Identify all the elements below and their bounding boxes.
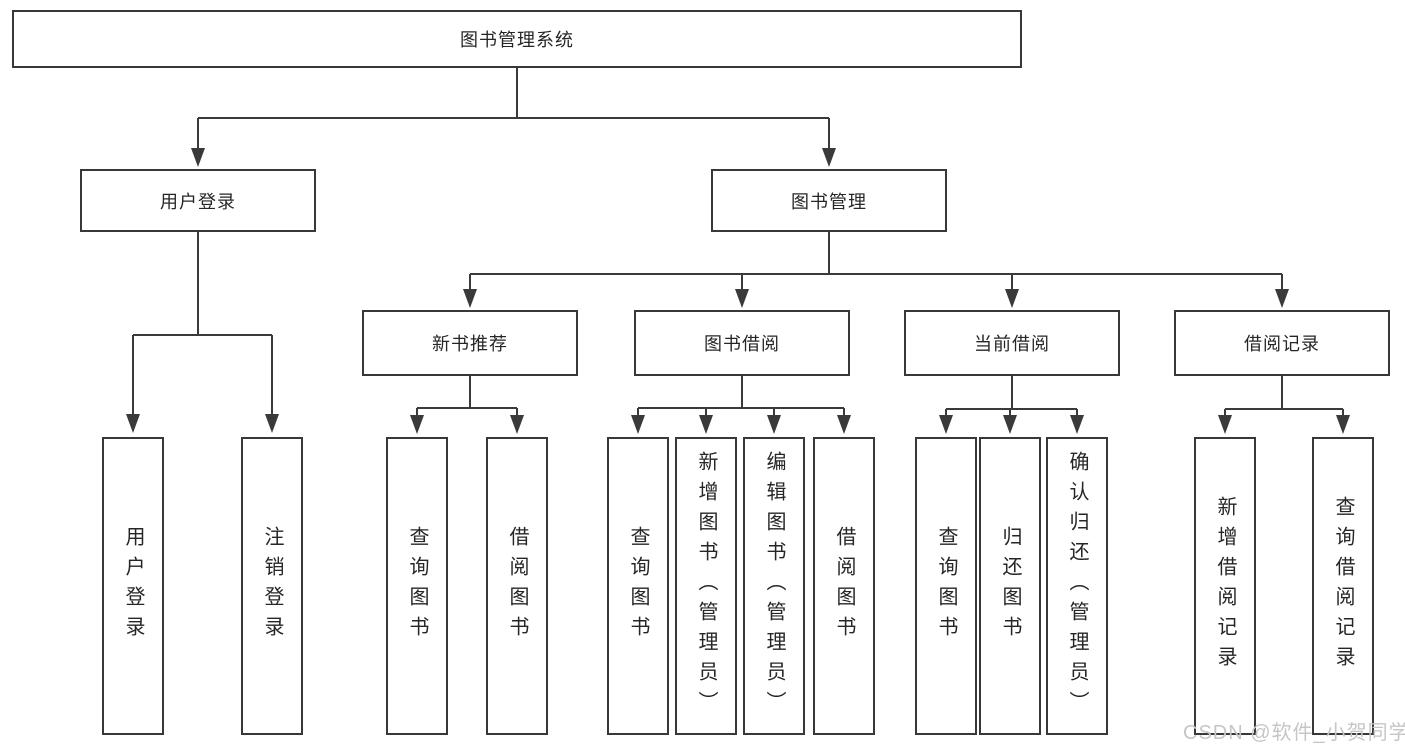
node-label: 借阅记录 xyxy=(1244,334,1320,354)
node-label: 查询借阅记录 xyxy=(1332,496,1354,676)
node-label: 图书管理 xyxy=(791,191,867,212)
node-label: 注销登录 xyxy=(261,526,283,646)
node-label: 借阅图书 xyxy=(506,526,528,646)
leaf-edit-books-admin: 编辑图书（管理员） xyxy=(743,437,805,735)
node-label: 查询图书 xyxy=(935,526,957,646)
leaf-add-books-admin: 新增图书（管理员） xyxy=(675,437,737,735)
node-label: 查询图书 xyxy=(627,526,649,646)
leaf-query-books-3: 查询图书 xyxy=(915,437,977,735)
node-new-book-recommendation: 新书推荐 xyxy=(362,310,578,376)
node-label: 借阅图书 xyxy=(833,526,855,646)
leaf-query-books-2: 查询图书 xyxy=(607,437,669,735)
csdn-watermark: CSDN @软件_小贺同学 xyxy=(1183,722,1405,744)
node-label: 用户登录 xyxy=(122,526,144,646)
leaf-add-borrow-record: 新增借阅记录 xyxy=(1194,437,1256,735)
node-root-library-system: 图书管理系统 xyxy=(12,10,1022,68)
leaf-borrow-books-1: 借阅图书 xyxy=(486,437,548,735)
node-book-borrowing: 图书借阅 xyxy=(634,310,850,376)
leaf-confirm-return-admin: 确认归还（管理员） xyxy=(1046,437,1108,735)
leaf-logout: 注销登录 xyxy=(241,437,303,735)
node-label: 图书管理系统 xyxy=(460,30,574,50)
node-label: 编辑图书（管理员） xyxy=(763,451,785,721)
node-user-login-branch: 用户登录 xyxy=(80,169,316,232)
node-label: 用户登录 xyxy=(160,191,236,212)
node-current-borrowing: 当前借阅 xyxy=(904,310,1120,376)
leaf-return-books: 归还图书 xyxy=(979,437,1041,735)
node-label: 当前借阅 xyxy=(974,334,1050,354)
leaf-query-books-1: 查询图书 xyxy=(386,437,448,735)
node-label: 新书推荐 xyxy=(432,334,508,354)
node-label: 归还图书 xyxy=(999,526,1021,646)
node-book-management-branch: 图书管理 xyxy=(711,169,947,232)
node-label: 查询图书 xyxy=(406,526,428,646)
node-label: 新增图书（管理员） xyxy=(695,451,717,721)
leaf-user-login: 用户登录 xyxy=(102,437,164,735)
node-borrowing-records: 借阅记录 xyxy=(1174,310,1390,376)
node-label: 图书借阅 xyxy=(704,334,780,354)
node-label: 确认归还（管理员） xyxy=(1066,451,1088,721)
leaf-query-borrow-record: 查询借阅记录 xyxy=(1312,437,1374,735)
node-label: 新增借阅记录 xyxy=(1214,496,1236,676)
leaf-borrow-books-2: 借阅图书 xyxy=(813,437,875,735)
